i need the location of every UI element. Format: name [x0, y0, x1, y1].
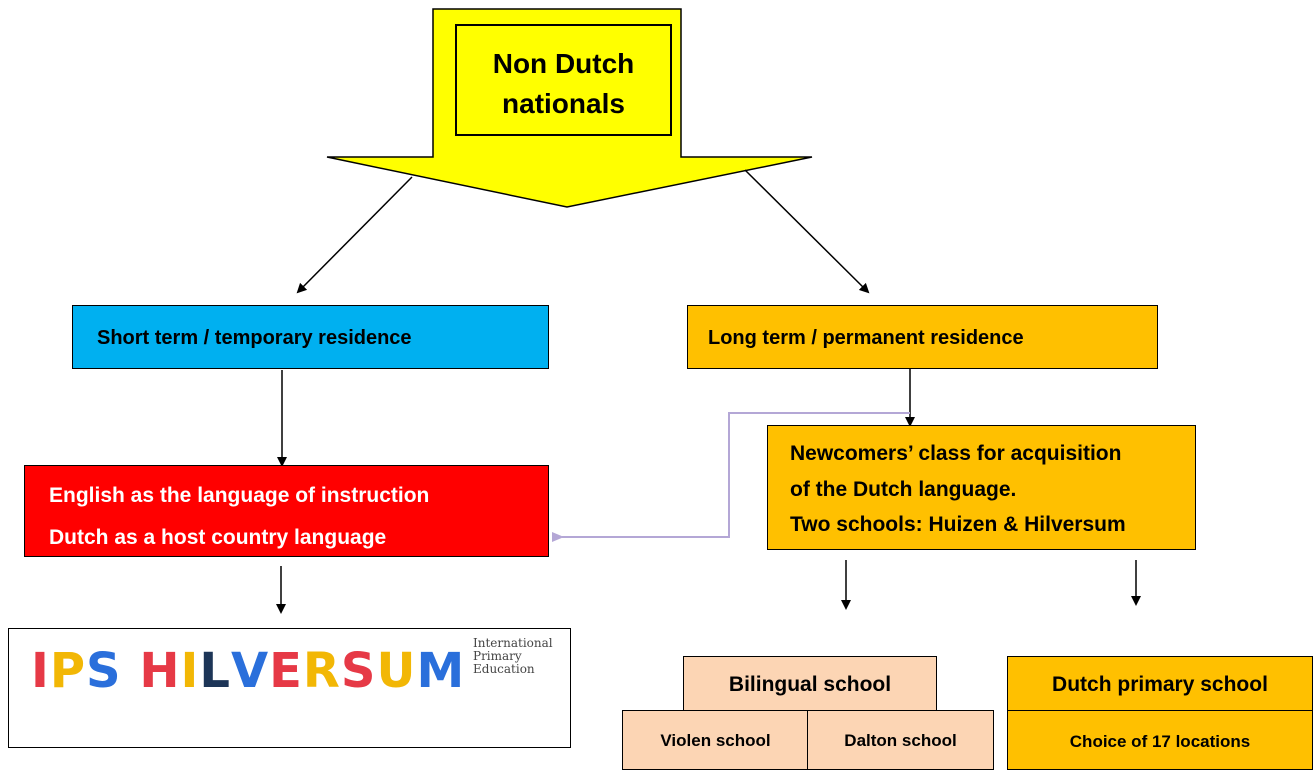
- ips-letter: I: [31, 643, 50, 699]
- locations-box: Choice of 17 locations: [1007, 710, 1313, 770]
- violen-school-box: Violen school: [622, 710, 809, 770]
- ips-letter: S: [86, 643, 122, 699]
- ips-letter: L: [199, 643, 231, 699]
- ips-subtitle: International Primary Education: [473, 636, 553, 676]
- bilingual-school-label: Bilingual school: [728, 673, 892, 696]
- english-instruction-box: English as the language of instruction D…: [24, 465, 549, 557]
- ips-letter: S: [340, 643, 377, 699]
- short-term-label: Short term / temporary residence: [97, 327, 412, 349]
- title-box: Non Dutch nationals: [455, 24, 672, 136]
- title-line-1: Non Dutch: [492, 48, 635, 79]
- arrow-to-long-term: [744, 169, 870, 294]
- dutch-primary-school-label: Dutch primary school: [1052, 673, 1268, 696]
- arrow-newcomers-to-english: [552, 412, 910, 542]
- ips-letter: E: [269, 643, 303, 699]
- ips-letter: H: [139, 643, 181, 699]
- bilingual-school-box: Bilingual school: [683, 656, 937, 712]
- dalton-school-box: Dalton school: [807, 710, 994, 770]
- violen-school-label: Violen school: [660, 731, 771, 750]
- title-line-2: nationals: [502, 88, 625, 119]
- dalton-school-label: Dalton school: [844, 731, 957, 750]
- ips-letter: U: [376, 643, 417, 699]
- newcomers-line-1: Newcomers’ class for acquisition: [790, 442, 1122, 465]
- title-text: Non Dutch nationals: [457, 44, 670, 124]
- english-line-2: Dutch as a host country language: [49, 526, 387, 549]
- newcomers-class-box: Newcomers’ class for acquisition of the …: [767, 425, 1196, 550]
- ips-letter: [122, 643, 140, 699]
- ips-hilversum-wordmark: IPS HILVERSUM: [31, 643, 465, 699]
- ips-letter: M: [416, 643, 466, 699]
- ips-letter: R: [302, 643, 341, 699]
- ips-letter: I: [180, 643, 200, 699]
- locations-label: Choice of 17 locations: [1069, 732, 1251, 751]
- ips-letter: P: [49, 643, 87, 699]
- long-term-label: Long term / permanent residence: [708, 327, 1024, 349]
- ips-hilversum-logo-box: IPS HILVERSUM International Primary Educ…: [8, 628, 571, 748]
- newcomers-line-2: of the Dutch language.: [790, 478, 1017, 501]
- long-term-box: Long term / permanent residence: [687, 305, 1158, 369]
- ips-letter: V: [230, 643, 270, 699]
- short-term-box: Short term / temporary residence: [72, 305, 549, 369]
- newcomers-line-3: Two schools: Huizen & Hilversum: [790, 513, 1126, 536]
- english-line-1: English as the language of instruction: [49, 484, 430, 507]
- dutch-primary-school-box: Dutch primary school: [1007, 656, 1313, 712]
- arrow-to-short-term: [296, 176, 413, 294]
